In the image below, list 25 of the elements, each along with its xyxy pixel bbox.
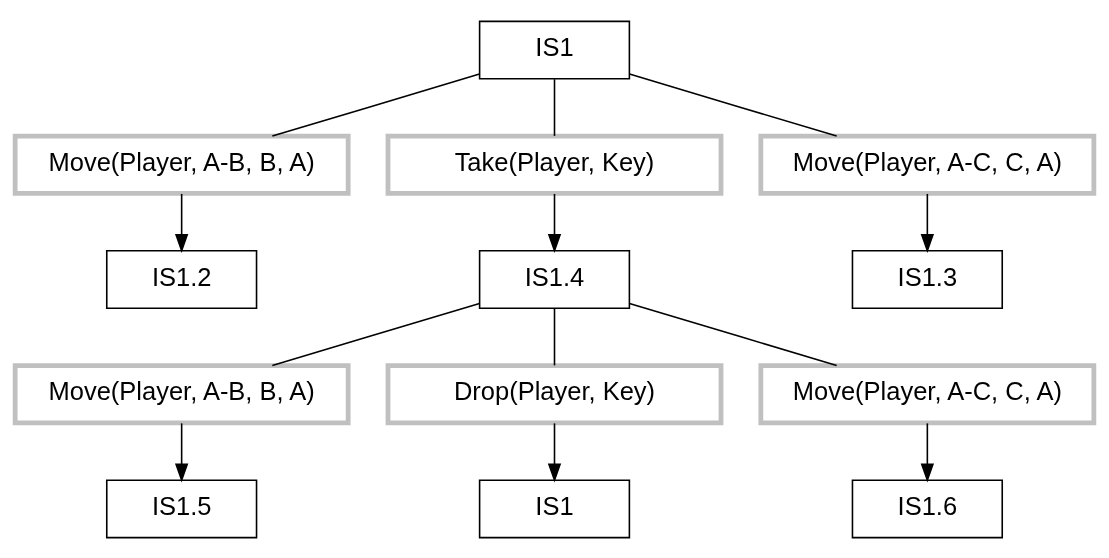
node-box: IS1.6 (851, 478, 1004, 538)
connector (553, 77, 556, 137)
node-box: IS1.3 (851, 249, 1004, 309)
connector (628, 302, 838, 366)
node-box: Move(Player, A-C, C, A) (758, 362, 1097, 425)
node-box: Move(Player, A-B, B, A) (12, 362, 351, 425)
connector (271, 72, 481, 137)
arrow (920, 192, 935, 253)
node-box: Take(Player, Key) (385, 133, 724, 196)
node-box: IS1.2 (105, 249, 258, 309)
arrow (920, 422, 935, 482)
arrow (174, 192, 189, 253)
node-box: IS1 (478, 478, 631, 538)
node-box: IS1 (478, 20, 631, 80)
arrow (174, 422, 189, 482)
arrow (547, 192, 562, 253)
node-box: Drop(Player, Key) (385, 362, 724, 425)
node-box: Move(Player, A-B, B, A) (12, 133, 351, 196)
node-box: IS1.4 (478, 249, 631, 309)
connector (553, 307, 556, 366)
arrow (547, 422, 562, 482)
node-box: Move(Player, A-C, C, A) (758, 133, 1097, 196)
node-box: IS1.5 (105, 478, 258, 538)
connector (271, 302, 481, 366)
connector (628, 72, 838, 137)
